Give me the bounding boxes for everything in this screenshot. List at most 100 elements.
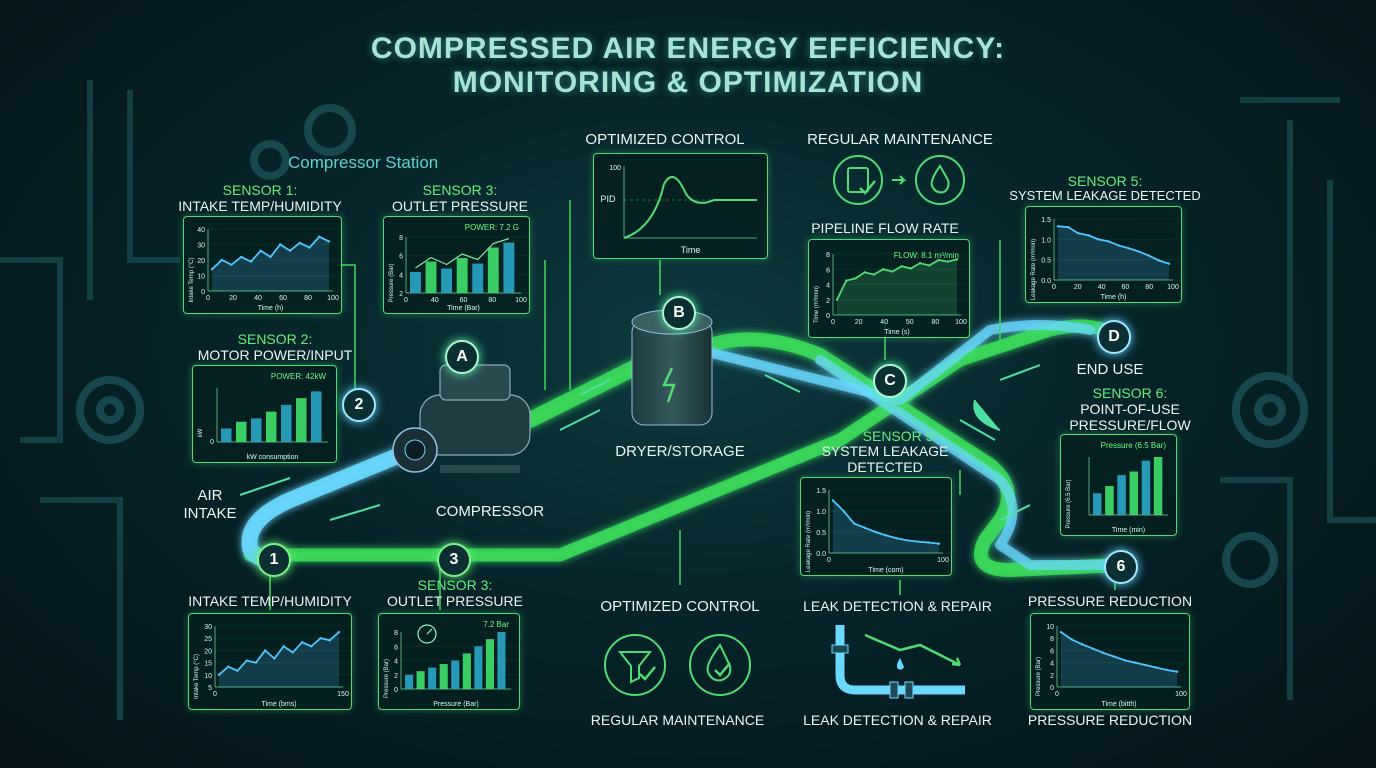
bar [474, 646, 483, 689]
sensor2-name: MOTOR POWER/INPUT [197, 347, 353, 363]
p-b6-ytick: 6 [1050, 648, 1054, 655]
p-b1-xtick: 150 [337, 691, 349, 698]
data-point [263, 649, 267, 652]
bottom-pressure-label-2: PRESSURE REDUCTION [1027, 712, 1193, 728]
p-s5b-ytick: 0.5 [816, 530, 826, 537]
bottom-leak-label: LEAK DETECTION & REPAIR [803, 598, 992, 614]
p-s5b-ylabel: Leakage Rate (m³/min) [806, 511, 812, 572]
bottom-maintenance-label: REGULAR MAINTENANCE [590, 712, 765, 728]
pid-ytick: 100 [609, 165, 621, 172]
bar [472, 263, 484, 293]
pipe-blue-main [695, 320, 1095, 405]
node-6: 6 [1104, 550, 1138, 584]
bar [1129, 471, 1139, 515]
bar [1105, 486, 1114, 515]
bar [1141, 460, 1151, 515]
series-area [837, 259, 957, 315]
dryer-storage-label: DRYER/STORAGE [615, 443, 745, 460]
p-flow-xtick: 100 [955, 319, 967, 326]
data-point [1080, 643, 1084, 646]
p-b3-ytick: 0 [394, 687, 398, 694]
data-point [881, 268, 885, 271]
data-point [1066, 225, 1070, 229]
p-s5b-ytick: 1.0 [816, 509, 826, 516]
bar [1153, 457, 1163, 515]
data-point [1147, 254, 1151, 257]
data-point [279, 243, 282, 246]
data-point [884, 534, 888, 537]
p-flow-ytick: 4 [826, 283, 830, 290]
data-point [1165, 668, 1168, 672]
p-s1-xlabel: Time (h) [258, 305, 284, 312]
p-b3-ytick: 4 [394, 659, 398, 666]
data-point [937, 258, 940, 262]
series-area [212, 236, 329, 291]
filter-icon [833, 155, 883, 205]
sensor6-name-2: PRESSURE/FLOW [1069, 417, 1191, 433]
p-s1-ytick: 20 [197, 258, 205, 265]
series-line [218, 631, 340, 676]
data-point [236, 669, 239, 672]
p-s1-xtick: 40 [254, 295, 262, 302]
p-s5-ytick: 0.0 [1041, 278, 1051, 285]
bar [485, 639, 494, 689]
p-b1-ylabel: Intake Temp (°C) [194, 654, 200, 699]
p-s3-xtick: 60 [460, 297, 468, 304]
sensor5b-name-1: SYSTEM LEAKAGE [821, 443, 949, 459]
p-s5-xtick: 40 [1098, 284, 1106, 291]
data-point [874, 530, 877, 534]
data-point [240, 255, 243, 259]
data-point [300, 641, 304, 644]
bar [428, 667, 437, 689]
data-point [1112, 655, 1115, 658]
data-point [230, 263, 233, 266]
data-point [259, 249, 262, 252]
p-b1-ytick: 20 [204, 648, 212, 655]
data-point [916, 540, 919, 543]
p-flow-xtick: 50 [906, 319, 914, 326]
bar [441, 268, 453, 293]
data-point [927, 541, 930, 544]
p-b6-ytick: 4 [1050, 661, 1054, 668]
bar [456, 258, 468, 293]
data-point [872, 273, 876, 276]
data-point [895, 537, 898, 540]
sensor5b-name-2: DETECTED [847, 459, 923, 475]
p-b1-ytick: 30 [204, 624, 212, 631]
p-flow-xtick: 0 [831, 319, 835, 326]
node-3: 3 [437, 543, 471, 577]
sensor6-chart-panel: Pressure (6.5 Bar)Time (min)Pressure (6.… [1060, 434, 1177, 536]
bar [462, 653, 471, 689]
node-d: D [1097, 320, 1131, 354]
gear-icon [76, 104, 1308, 588]
maintenance-icons [833, 155, 965, 205]
data-point [854, 277, 857, 280]
p-s5b-xlabel: Time (com) [868, 567, 903, 574]
p-s2-ytick: 0 [210, 439, 214, 446]
p-flow-xtick: 40 [880, 319, 888, 326]
data-point [1154, 666, 1158, 669]
p-b6-ytick: 8 [1050, 636, 1054, 643]
p-s5-xtick: 60 [1122, 284, 1130, 291]
compressor-label: COMPRESSOR [435, 503, 545, 520]
bottom-leak-label-2: LEAK DETECTION & REPAIR [803, 712, 992, 728]
regular-maintenance-label: REGULAR MAINTENANCE [807, 131, 993, 148]
data-point [269, 255, 272, 259]
p-b6-xtick: 100 [1175, 691, 1187, 698]
sensor2-title: SENSOR 2: [237, 331, 313, 347]
p-s1-xtick: 60 [279, 295, 287, 302]
data-point [1123, 658, 1126, 662]
node-c: C [873, 364, 907, 398]
node-b: B [662, 296, 696, 330]
p-s1-xtick: 80 [304, 295, 312, 302]
p-b3-ytick: 6 [394, 644, 398, 651]
bar [221, 428, 232, 442]
data-point [891, 270, 894, 273]
sensor5-name: SYSTEM LEAKAGE DETECTED [1009, 188, 1201, 203]
